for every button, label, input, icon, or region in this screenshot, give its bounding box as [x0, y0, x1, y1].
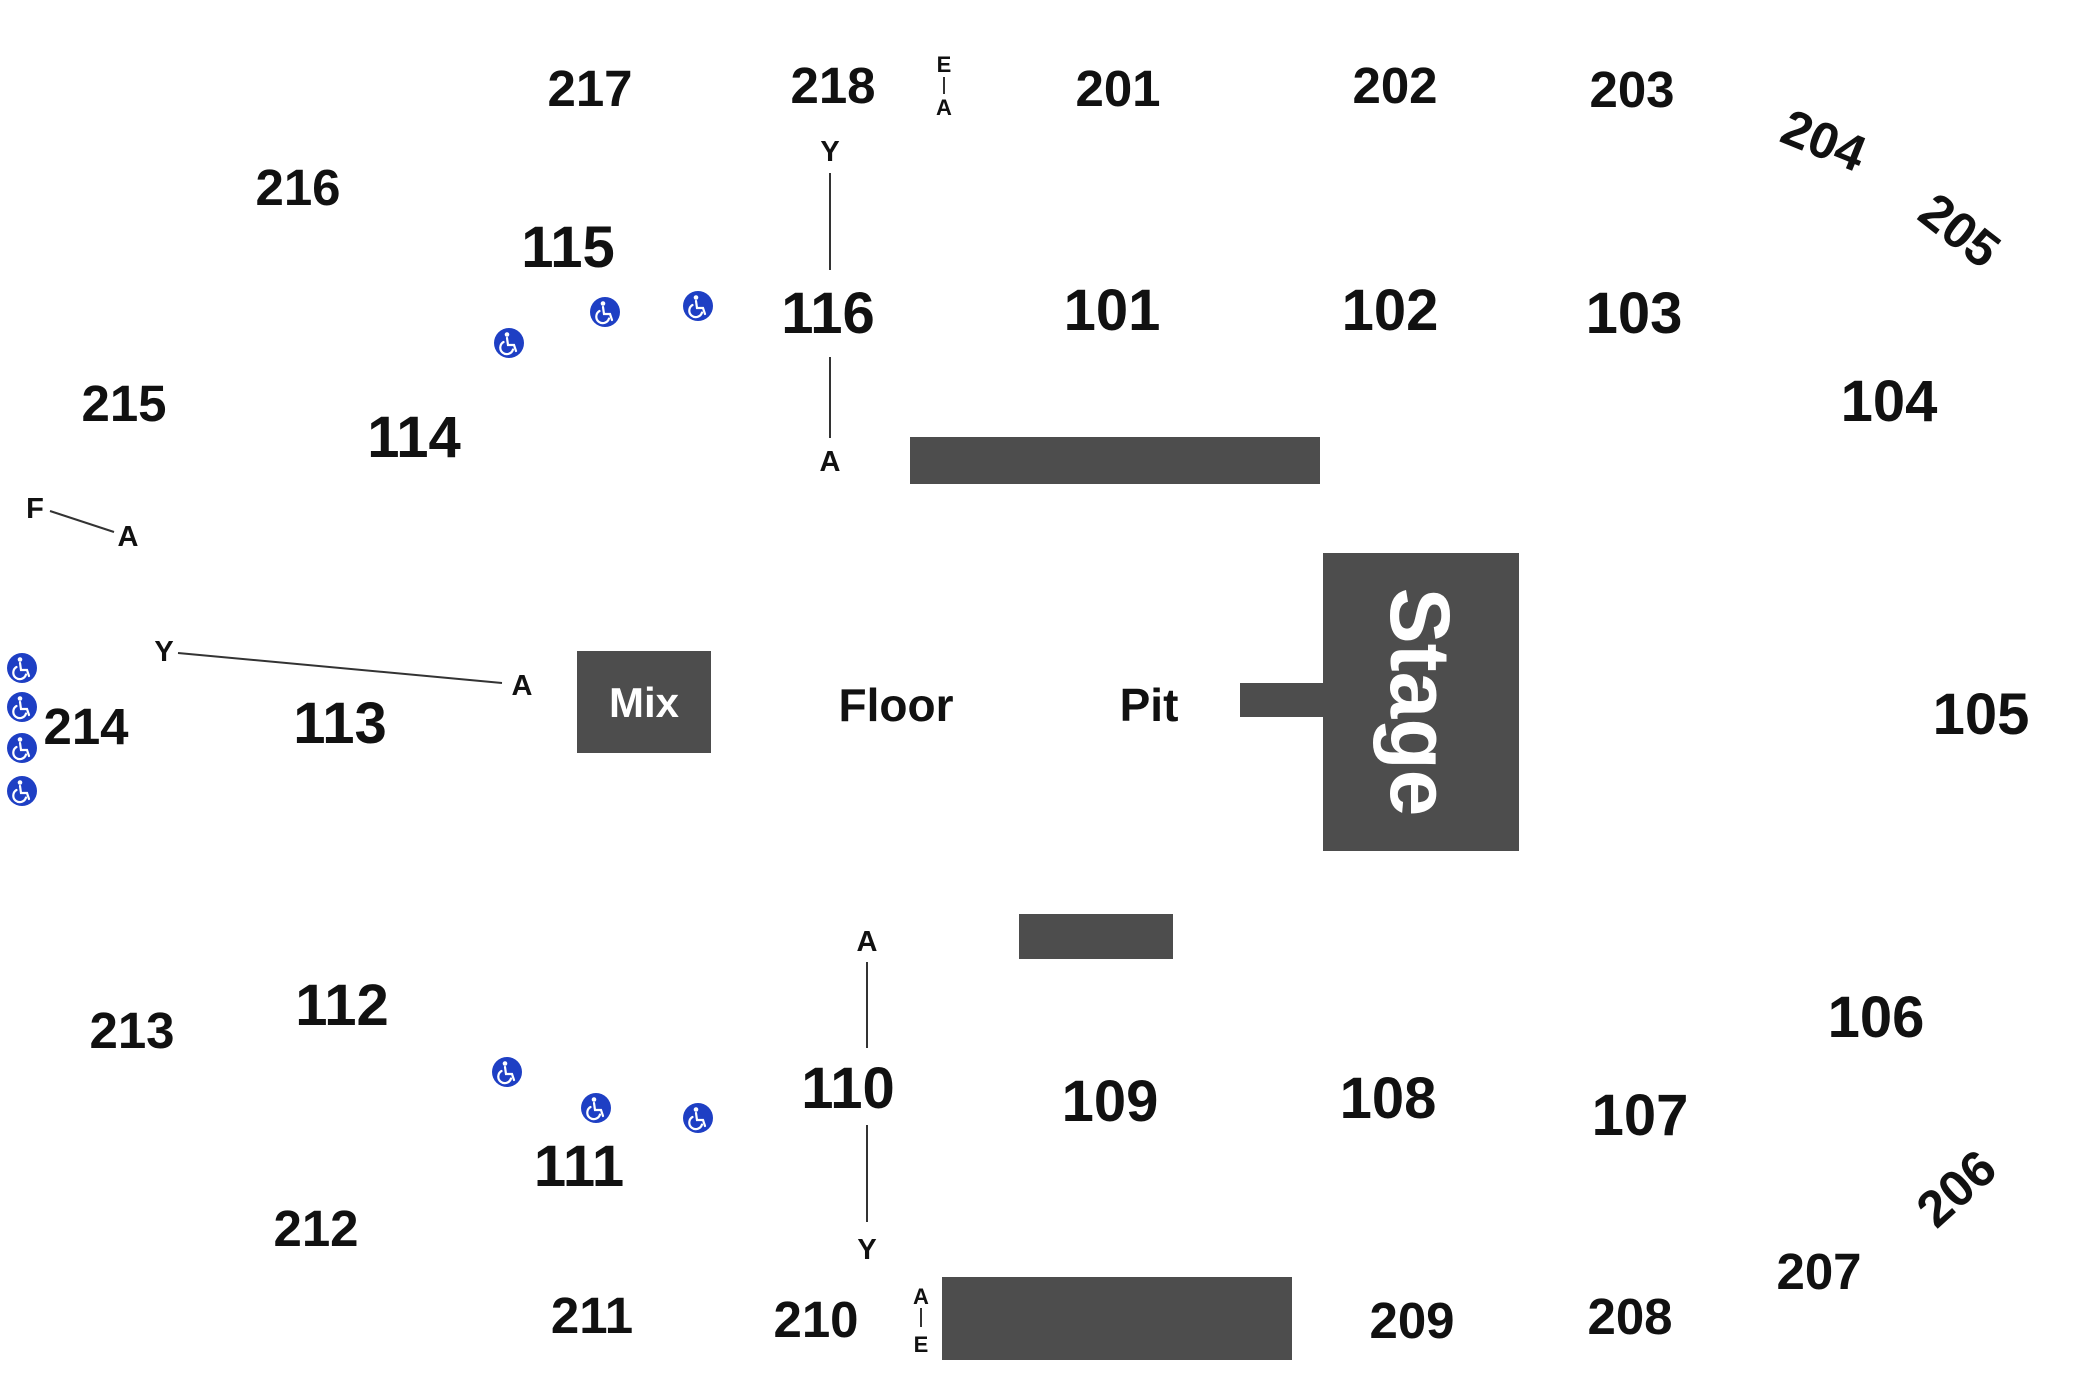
section-113[interactable]: 113	[293, 691, 387, 756]
section-112[interactable]: 112	[295, 973, 389, 1038]
section-214[interactable]: 214	[43, 698, 129, 755]
wheelchair-icon	[5, 690, 39, 724]
wheelchair-icon	[492, 326, 526, 360]
row-line-113	[177, 652, 503, 684]
section-209[interactable]: 209	[1369, 1292, 1454, 1349]
wheelchair-icon	[681, 1101, 715, 1135]
section-210[interactable]: 210	[773, 1291, 858, 1348]
section-213[interactable]: 213	[89, 1002, 174, 1059]
row-label-110-first: A	[857, 926, 878, 958]
row-line-214	[49, 510, 115, 533]
section-218[interactable]: 218	[790, 57, 875, 114]
stage-thrust	[1240, 683, 1324, 717]
pit-label[interactable]: Pit	[1120, 679, 1179, 731]
row-label-top-last: E	[937, 52, 952, 77]
section-215[interactable]: 215	[81, 375, 166, 432]
section-115[interactable]: 115	[521, 215, 615, 280]
section-102[interactable]: 102	[1342, 278, 1439, 343]
wheelchair-icon	[5, 651, 39, 685]
section-206[interactable]: 206	[1906, 1139, 2007, 1238]
section-207[interactable]: 207	[1776, 1243, 1861, 1300]
row-label-top-first: A	[936, 95, 952, 120]
stage-block[interactable]	[1323, 553, 1519, 851]
section-208[interactable]: 208	[1587, 1288, 1672, 1345]
section-114[interactable]: 114	[367, 405, 461, 470]
bottom-platform	[942, 1277, 1292, 1360]
floor-label[interactable]: Floor	[839, 679, 954, 731]
row-label-214-first: A	[118, 521, 139, 553]
section-216[interactable]: 216	[255, 159, 340, 216]
stage-label: Stage	[1373, 588, 1467, 817]
row-label-110-last: Y	[857, 1234, 876, 1266]
row-label-bottom-last: E	[914, 1332, 929, 1357]
row-label-113-first: A	[512, 670, 533, 702]
row-label-214-last: F	[26, 493, 44, 525]
section-105[interactable]: 105	[1933, 682, 2030, 747]
section-104[interactable]: 104	[1841, 369, 1938, 434]
wheelchair-icon	[579, 1091, 613, 1125]
wheelchair-icon	[490, 1055, 524, 1089]
wheelchair-icon	[5, 774, 39, 808]
section-107[interactable]: 107	[1592, 1083, 1689, 1148]
section-211[interactable]: 211	[551, 1287, 633, 1344]
section-109[interactable]: 109	[1062, 1069, 1159, 1134]
section-212[interactable]: 212	[273, 1200, 358, 1257]
section-110[interactable]: 110	[801, 1056, 895, 1121]
section-111[interactable]: 111	[534, 1134, 624, 1199]
top-platform	[910, 437, 1320, 484]
row-label-bottom-first: A	[913, 1284, 929, 1309]
row-label-113-last: Y	[154, 636, 173, 668]
section-202[interactable]: 202	[1352, 57, 1437, 114]
section-103[interactable]: 103	[1586, 281, 1683, 346]
row-label-116-last: Y	[820, 136, 839, 168]
section-101[interactable]: 101	[1064, 278, 1161, 343]
bottom-small-platform	[1019, 914, 1173, 959]
section-217[interactable]: 217	[547, 60, 632, 117]
mix-label: Mix	[609, 679, 680, 726]
section-205[interactable]: 205	[1909, 182, 2011, 279]
section-201[interactable]: 201	[1075, 60, 1160, 117]
wheelchair-icon	[5, 731, 39, 765]
section-116[interactable]: 116	[781, 281, 875, 346]
section-203[interactable]: 203	[1589, 61, 1674, 118]
section-108[interactable]: 108	[1340, 1066, 1437, 1131]
wheelchair-icon	[681, 289, 715, 323]
wheelchair-icon	[588, 295, 622, 329]
section-106[interactable]: 106	[1828, 985, 1925, 1050]
row-label-116-first: A	[820, 446, 841, 478]
mix-block[interactable]	[577, 651, 711, 753]
section-204[interactable]: 204	[1774, 98, 1875, 183]
